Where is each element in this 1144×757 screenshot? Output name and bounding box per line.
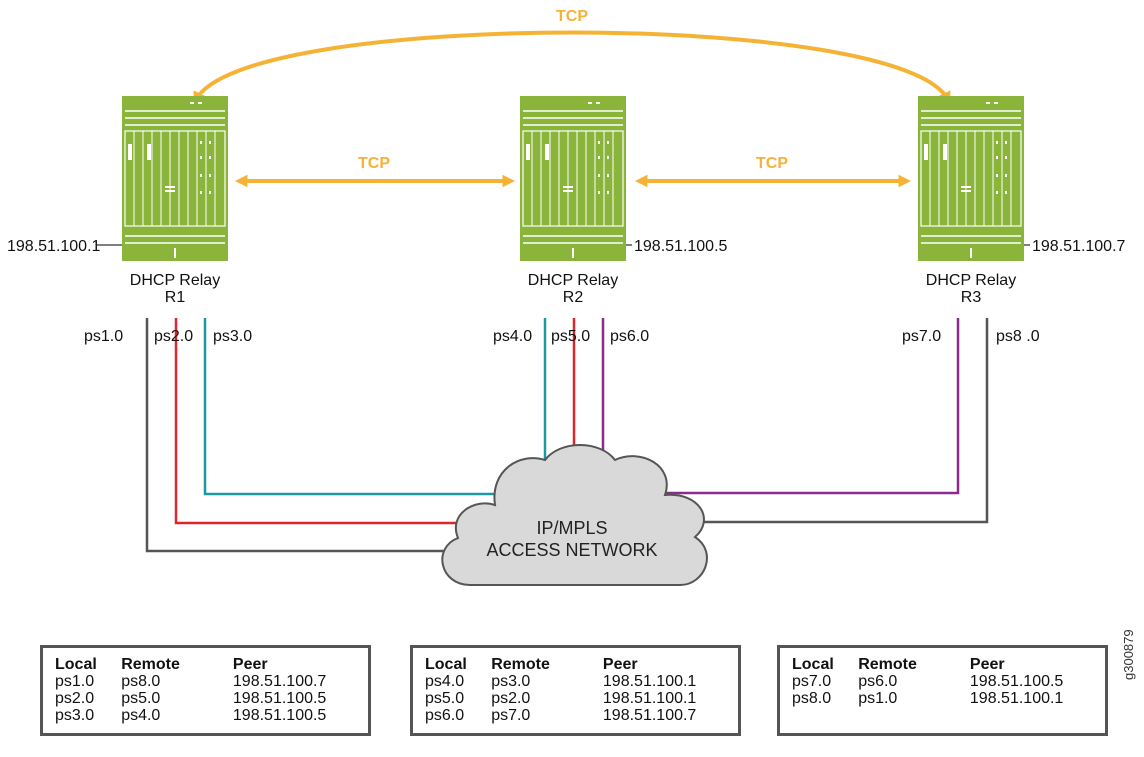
router-r2: 198.51.100.5 DHCP Relay R2	[519, 95, 728, 306]
col-header-peer: Peer	[232, 656, 268, 673]
peer-table-r1: Local Remote Peer ps1.0 ps8.0 198.51.100…	[40, 645, 371, 736]
interface-label-ps1: ps1.0	[84, 328, 123, 345]
cell-peer: 198.51.100.7	[602, 707, 697, 724]
col-header-local: Local	[425, 656, 467, 673]
figure-id: g300879	[1121, 629, 1136, 680]
peer-table-r3: Local Remote Peer ps7.0 ps6.0 198.51.100…	[777, 645, 1108, 736]
col-header-remote: Remote	[491, 656, 550, 673]
router-r2-chassis-icon	[519, 95, 627, 262]
cell-local: ps1.0	[55, 673, 95, 690]
table-row: ps7.0 ps6.0 198.51.100.5	[792, 673, 1095, 690]
router-r2-role: DHCP Relay	[528, 272, 618, 289]
router-r3: 198.51.100.7 DHCP Relay R3	[917, 95, 1126, 306]
router-r1-chassis-icon	[121, 95, 229, 262]
router-r1: 198.51.100.1 DHCP Relay R1	[7, 95, 229, 306]
peer-table-r2: Local Remote Peer ps4.0 ps3.0 198.51.100…	[410, 645, 741, 736]
cell-peer: 198.51.100.1	[602, 673, 697, 690]
cell-peer: 198.51.100.1	[969, 690, 1064, 707]
cell-peer: 198.51.100.5	[969, 673, 1064, 690]
interface-label-ps2: ps2.0	[154, 328, 193, 345]
router-r3-ip: 198.51.100.7	[1032, 238, 1126, 255]
link-ps2-red	[174, 318, 465, 525]
router-r3-chassis-icon	[917, 95, 1025, 262]
cell-local: ps3.0	[55, 707, 95, 724]
cell-remote: ps1.0	[858, 690, 898, 707]
link-ps1-gray	[145, 318, 450, 553]
table-row: ps4.0 ps3.0 198.51.100.1	[425, 673, 728, 690]
cell-remote: ps2.0	[491, 690, 531, 707]
cell-local: ps5.0	[425, 690, 465, 707]
cell-remote: ps5.0	[121, 690, 161, 707]
cell-remote: ps6.0	[858, 673, 898, 690]
router-r2-name: R2	[563, 289, 584, 306]
tcp-label-r2-r3: TCP	[756, 155, 788, 172]
tcp-label-r1-r2: TCP	[358, 155, 390, 172]
table-row: ps1.0 ps8.0 198.51.100.7	[55, 673, 358, 690]
col-header-peer: Peer	[969, 656, 1005, 673]
interface-label-ps6: ps6.0	[610, 328, 649, 345]
cell-peer: 198.51.100.1	[602, 690, 697, 707]
table-row: ps2.0 ps5.0 198.51.100.5	[55, 690, 358, 707]
cell-local: ps2.0	[55, 690, 95, 707]
cell-local: ps7.0	[792, 673, 832, 690]
table-row: ps8.0 ps1.0 198.51.100.1	[792, 690, 1095, 707]
col-header-remote: Remote	[121, 656, 180, 673]
router-r2-ip: 198.51.100.5	[634, 238, 728, 255]
interface-label-ps7: ps7.0	[902, 328, 941, 345]
tcp-arrow-r1-r3	[193, 30, 951, 105]
cell-remote: ps8.0	[121, 673, 161, 690]
interface-label-ps4: ps4.0	[493, 328, 532, 345]
cell-peer: 198.51.100.7	[232, 673, 327, 690]
router-r1-name: R1	[165, 289, 186, 306]
link-ps7-purple	[655, 318, 960, 495]
interface-label-ps8: ps8 .0	[996, 328, 1040, 345]
cell-remote: ps3.0	[491, 673, 531, 690]
cell-peer: 198.51.100.5	[232, 707, 327, 724]
cell-local: ps4.0	[425, 673, 465, 690]
router-r3-role: DHCP Relay	[926, 272, 1016, 289]
link-ps3-teal	[203, 318, 495, 496]
tcp-label-top: TCP	[556, 8, 588, 25]
cell-remote: ps4.0	[121, 707, 161, 724]
interface-label-ps3: ps3.0	[213, 328, 252, 345]
table-row: ps3.0 ps4.0 198.51.100.5	[55, 707, 358, 724]
router-r1-ip: 198.51.100.1	[7, 238, 101, 255]
cell-remote: ps7.0	[491, 707, 531, 724]
ip-mpls-cloud: IP/MPLS ACCESS NETWORK	[441, 444, 708, 586]
cloud-label-line1: IP/MPLS	[536, 518, 607, 538]
col-header-local: Local	[55, 656, 97, 673]
col-header-remote: Remote	[858, 656, 917, 673]
link-ps8-gray	[690, 318, 989, 524]
cell-local: ps6.0	[425, 707, 465, 724]
col-header-local: Local	[792, 656, 834, 673]
table-row: ps6.0 ps7.0 198.51.100.7	[425, 707, 728, 724]
cell-peer: 198.51.100.5	[232, 690, 327, 707]
table-row: ps5.0 ps2.0 198.51.100.1	[425, 690, 728, 707]
col-header-peer: Peer	[602, 656, 638, 673]
interface-label-ps5: ps5.0	[551, 328, 590, 345]
cell-local: ps8.0	[792, 690, 832, 707]
router-r1-role: DHCP Relay	[130, 272, 220, 289]
router-r3-name: R3	[961, 289, 982, 306]
cloud-label-line2: ACCESS NETWORK	[486, 540, 657, 560]
